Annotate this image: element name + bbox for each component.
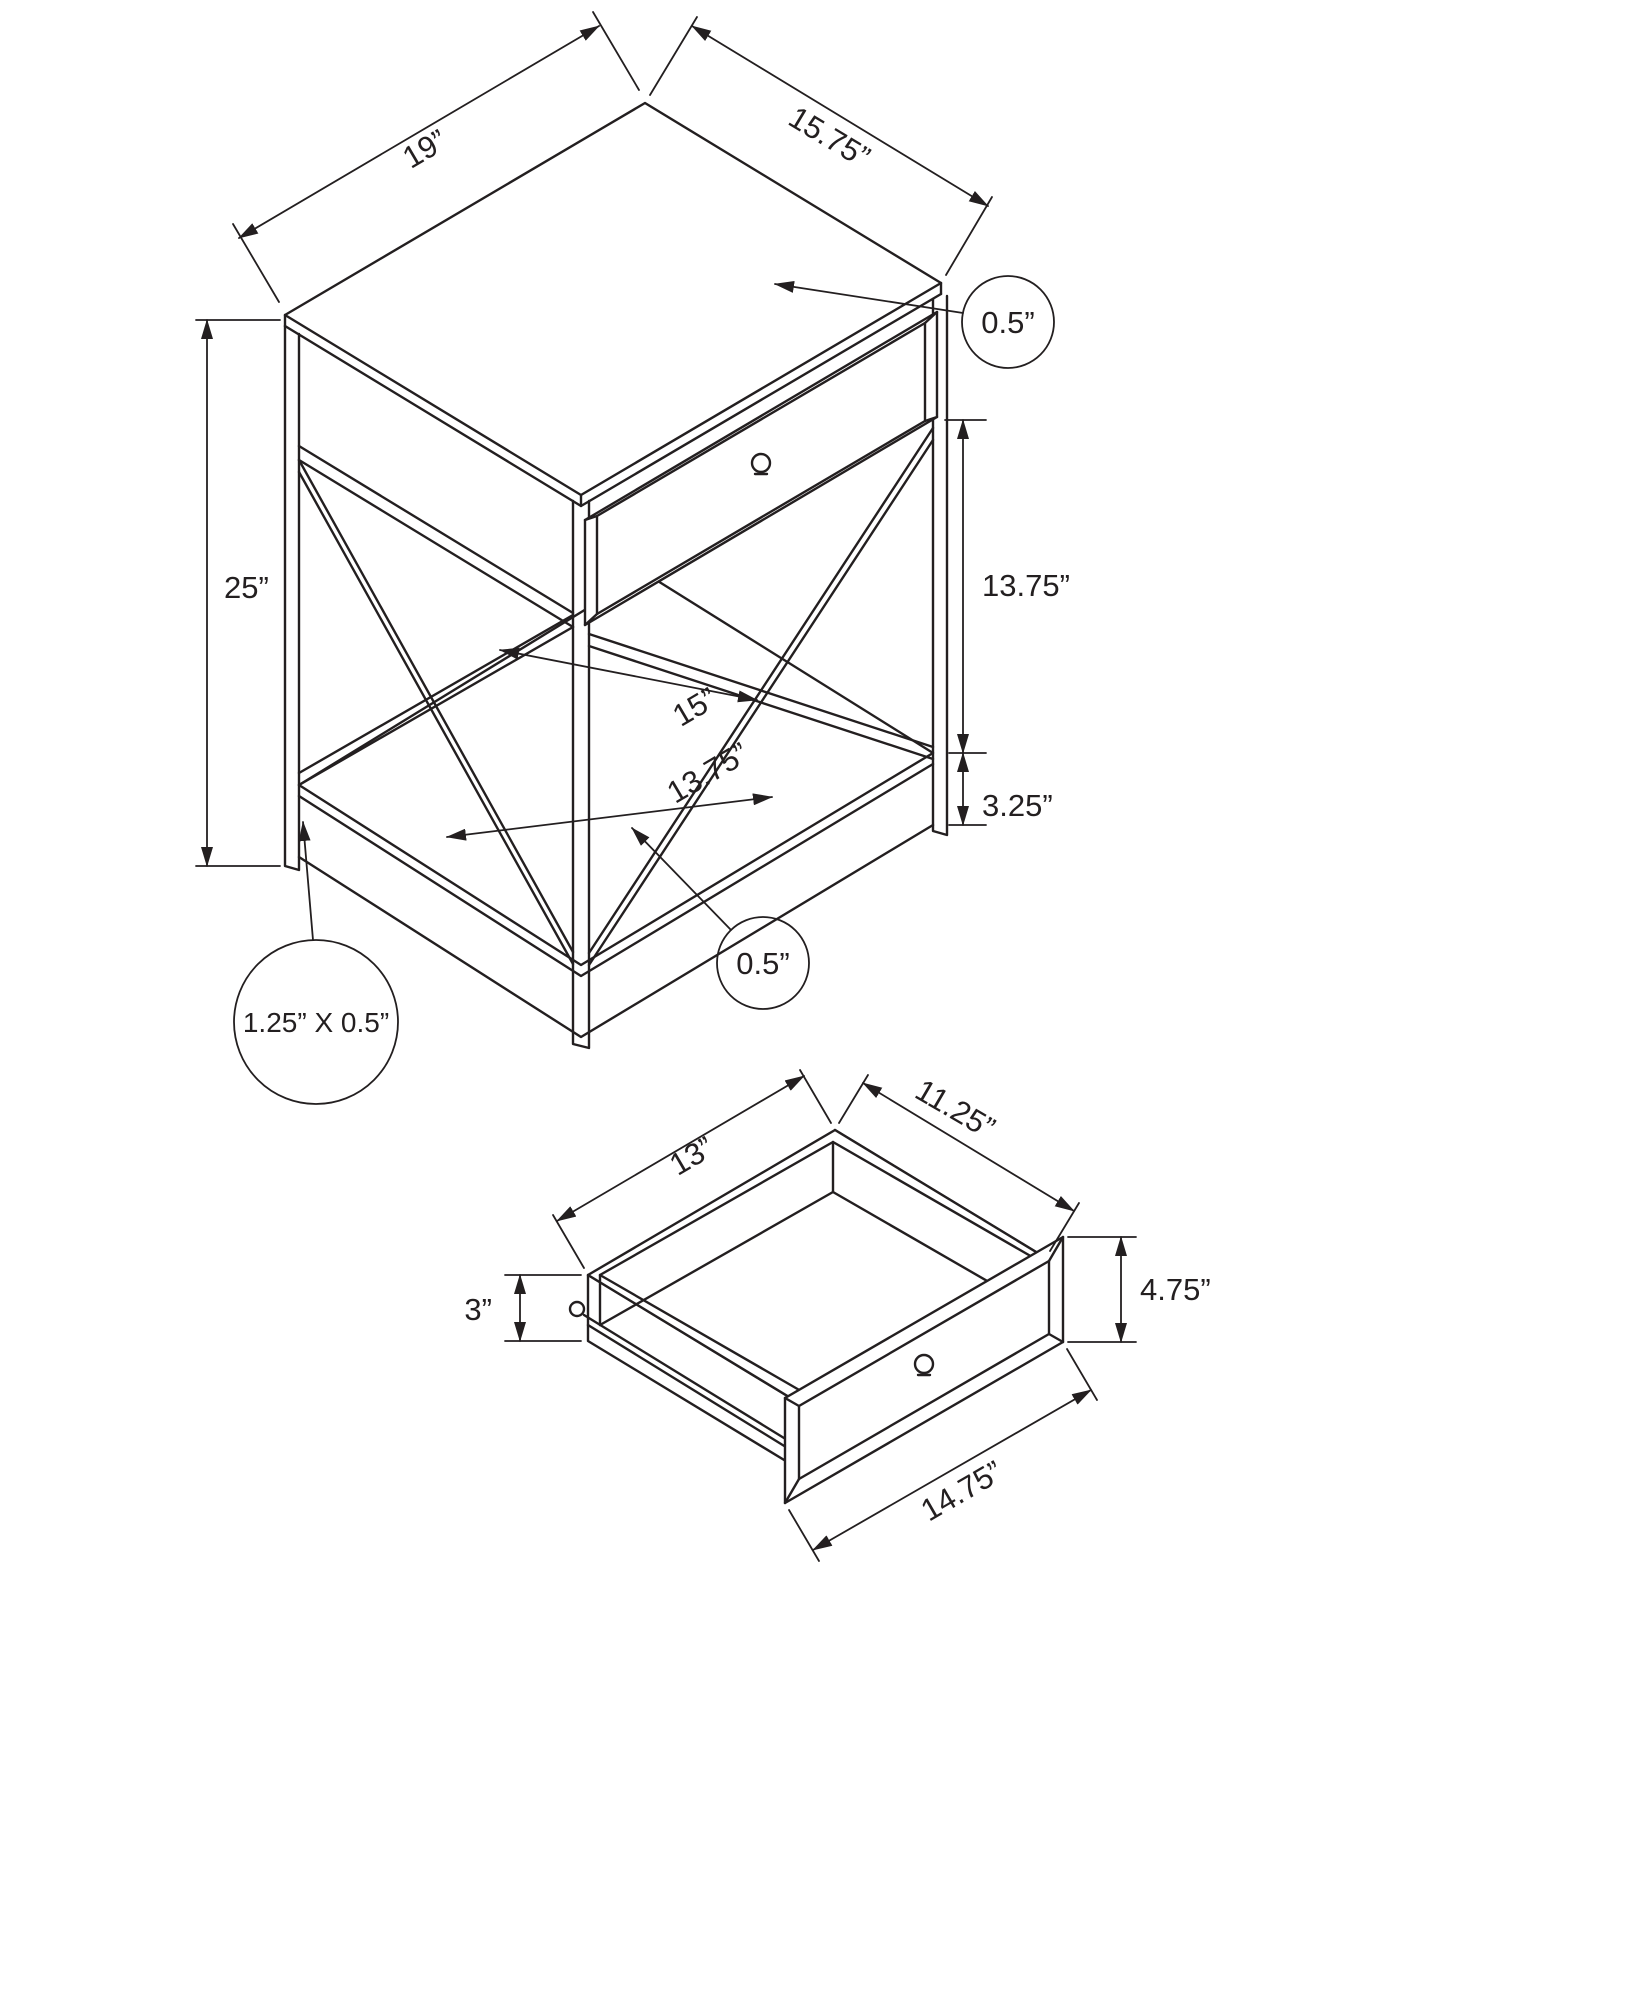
dim-shelf-depth: 15”	[499, 647, 758, 733]
dim-shelf-thickness: 0.5”	[631, 827, 810, 1010]
table-shelf-board-edge	[297, 762, 935, 978]
label-overall-height: 25”	[224, 570, 269, 605]
label-drawer-depth: 13”	[664, 1130, 720, 1183]
label-top-thickness: 0.5”	[981, 305, 1034, 340]
label-top-depth: 15.75”	[783, 99, 876, 174]
drawer-figure: 13” 11.25” 3” 4.75” 14.75”	[464, 1069, 1211, 1562]
table-left-leg	[283, 324, 301, 872]
dim-overall-height: 25”	[195, 319, 281, 867]
table-shelf-apron	[297, 823, 935, 1039]
label-shelf-thickness: 0.5”	[736, 946, 789, 981]
table-right-leg	[931, 294, 949, 837]
dim-shelf-frame-height: 3.25”	[948, 752, 1053, 826]
label-open-height: 13.75”	[982, 568, 1070, 603]
label-shelf-width: 13.75”	[661, 736, 755, 811]
dim-drawer-side-height: 3”	[464, 1274, 582, 1342]
label-drawer-front-height: 4.75”	[1140, 1272, 1211, 1307]
dim-drawer-front-height: 4.75”	[1067, 1236, 1211, 1343]
table-figure: 19” 15.75” 0.5” 25” 13.75” 15”	[195, 11, 1070, 1105]
table-shelf-top	[297, 571, 935, 967]
dim-top-thickness: 0.5”	[774, 275, 1055, 369]
drawer-knob	[913, 1353, 935, 1375]
label-top-width: 19”	[396, 123, 452, 176]
label-drawer-inner-width: 11.25”	[910, 1072, 1002, 1145]
drawer-slide-rail	[568, 1300, 799, 1454]
table-drawer-knob	[750, 452, 772, 474]
dim-shelf-width: 13.75”	[446, 736, 773, 841]
table-drawer-front	[583, 310, 939, 627]
label-drawer-side-height: 3”	[464, 1292, 492, 1327]
dim-leg-size: 1.25” X 0.5”	[233, 821, 399, 1105]
dim-open-height: 13.75”	[944, 419, 1070, 754]
table-x-brace-left	[297, 458, 575, 966]
label-leg-size: 1.25” X 0.5”	[243, 1007, 389, 1038]
table-front-leg	[571, 499, 591, 1050]
label-shelf-frame-height: 3.25”	[982, 788, 1053, 823]
table-apron-rail	[297, 444, 575, 629]
